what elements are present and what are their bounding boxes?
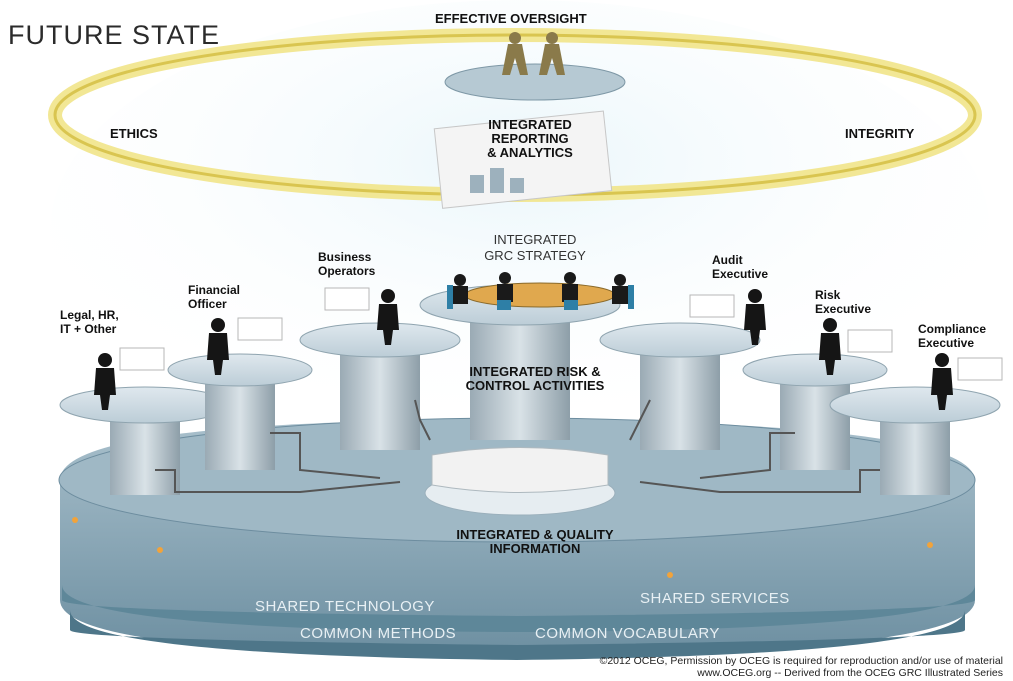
connection-lines	[155, 399, 880, 493]
shared-services-band: SHARED SERVICES	[640, 590, 790, 607]
meeting-figures-icon	[452, 272, 628, 304]
pillars	[59, 284, 1001, 495]
band-shared	[62, 585, 975, 632]
meeting-table	[464, 282, 616, 308]
band-common	[70, 610, 965, 660]
oversight-pedestal	[444, 63, 626, 101]
strategy-label: INTEGRATED GRC STRATEGY	[484, 232, 586, 263]
copyright-notice: ©2012 OCEG, Permission by OCEG is requir…	[599, 655, 1003, 679]
oversight-figures-icon	[502, 32, 565, 75]
shared-technology-band: SHARED TECHNOLOGY	[255, 598, 435, 615]
report-document-icon	[433, 110, 613, 209]
quality-label: INTEGRATED & QUALITY INFORMATION	[456, 527, 614, 556]
ethics-label: ETHICS	[110, 126, 158, 141]
reporting-label: INTEGRATED REPORTING & ANALYTICS	[487, 117, 573, 160]
common-vocabulary-band: COMMON VOCABULARY	[535, 625, 720, 642]
common-methods-band: COMMON METHODS	[300, 625, 457, 642]
chart-panels	[119, 287, 1003, 381]
role-figures-icon	[94, 289, 953, 410]
integrity-label: INTEGRITY	[845, 126, 915, 141]
page-title: FUTURE STATE	[8, 20, 220, 50]
oversight-label: EFFECTIVE OVERSIGHT	[435, 11, 587, 26]
risk-label: INTEGRATED RISK & CONTROL ACTIVITIES	[465, 364, 605, 393]
role-legal-label: Legal, HR,IT + Other	[60, 308, 119, 336]
meeting-chairs	[447, 285, 634, 310]
hub-panel	[431, 447, 609, 493]
status-lights	[72, 517, 933, 578]
